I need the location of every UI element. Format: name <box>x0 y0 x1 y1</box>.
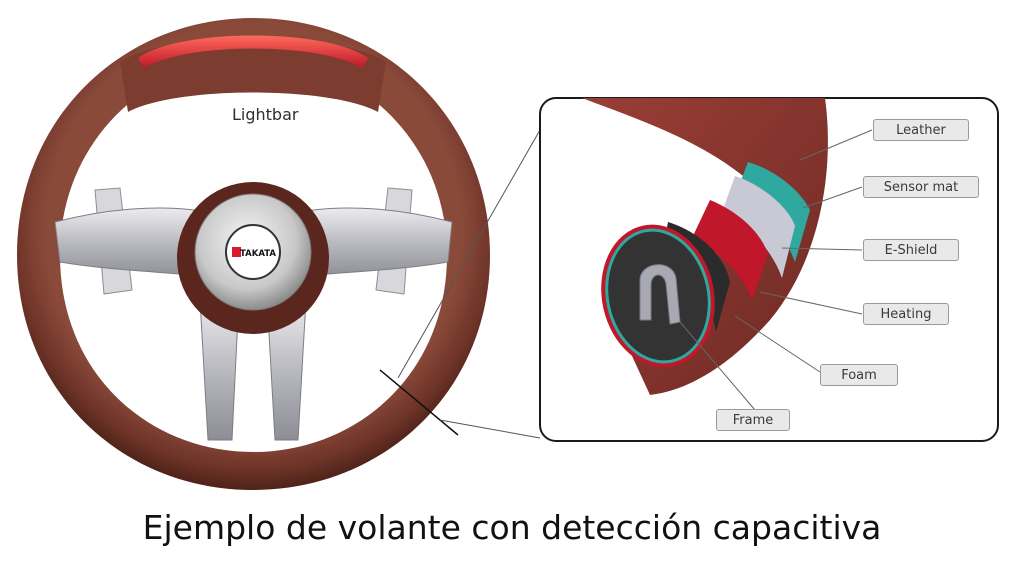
callout-leaders <box>679 129 873 411</box>
lightbar-label: Lightbar <box>232 105 299 124</box>
lightbar <box>138 35 368 68</box>
callout-sensor-mat: Sensor mat <box>863 176 979 198</box>
brand-logo-mark <box>232 247 241 257</box>
callout-foam: Foam <box>820 364 898 386</box>
figure-caption: Ejemplo de volante con detección capacit… <box>142 508 882 547</box>
callout-frame: Frame <box>716 409 790 431</box>
leader-line-top <box>397 129 541 379</box>
section-cut-line <box>379 369 459 436</box>
callout-heating: Heating <box>863 303 949 325</box>
cross-section-face-foam <box>608 231 708 361</box>
callout-e-shield: E-Shield <box>863 239 959 261</box>
brand-text: TAKATA <box>240 249 276 259</box>
layer-heating <box>692 200 768 300</box>
steering-wheel: TAKATA <box>17 18 490 490</box>
brand-badge <box>225 224 281 280</box>
frame-profile <box>639 264 681 325</box>
callout-leather: Leather <box>873 119 969 141</box>
layer-eshield <box>722 176 795 278</box>
cross-section-inset <box>539 97 999 442</box>
rim-top-grip <box>120 38 386 112</box>
leader-line-bottom <box>439 419 541 439</box>
